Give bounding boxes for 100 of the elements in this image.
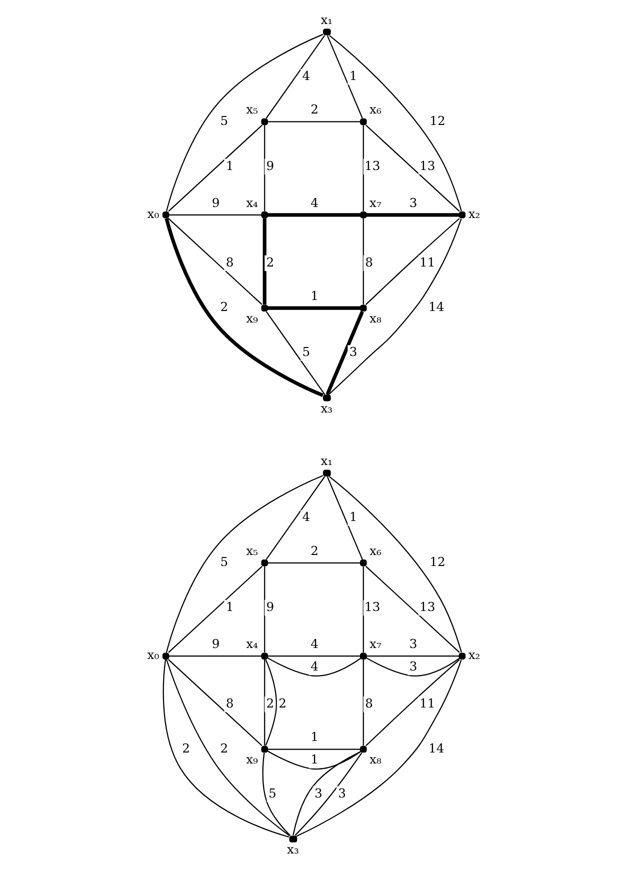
edge-label: 14: [428, 741, 444, 756]
edge-label: 5: [220, 114, 228, 128]
edge-label: 2: [182, 741, 190, 756]
edge-label: 3: [409, 637, 418, 652]
node-label: x₉: [246, 752, 258, 767]
node-circle: [289, 836, 298, 842]
edge-label: 8: [365, 255, 373, 270]
connector: [264, 125, 266, 212]
node-circle: [360, 118, 367, 126]
connector: [262, 752, 291, 836]
node-circle: [322, 28, 331, 36]
edge-label: 13: [364, 600, 380, 614]
node-label: x₉: [246, 311, 258, 326]
edge-label: 2: [310, 544, 318, 558]
node-circle: [261, 560, 268, 566]
node-label: x₃: [320, 401, 333, 416]
edge-label: 4: [302, 510, 310, 524]
connector: [366, 218, 460, 305]
edge-label: 13: [420, 158, 436, 173]
edge-label: 14: [428, 300, 444, 314]
edge-label: 2: [220, 300, 228, 314]
node-label: x₆: [370, 102, 382, 117]
node-label: x₇: [370, 637, 382, 652]
edge-label: 1: [310, 752, 318, 767]
connector: [264, 566, 266, 652]
node-label: x₄: [246, 196, 258, 210]
edge-label: 8: [226, 255, 234, 270]
edge-label: 5: [268, 786, 276, 800]
edge-label: 4: [310, 637, 318, 652]
node-circle: [360, 746, 367, 753]
edge-label: 2: [266, 255, 274, 270]
edge-label: 5: [302, 345, 310, 360]
edge-label: 11: [420, 696, 436, 710]
edge-label: 12: [430, 555, 446, 570]
node-circle: [162, 652, 170, 660]
node-circle: [458, 212, 466, 218]
node-circle: [261, 304, 268, 312]
node-label: x₇: [370, 196, 382, 210]
node-label: x₁: [320, 454, 333, 468]
node-circle: [360, 560, 367, 566]
edge-label: 1: [310, 289, 318, 304]
edge-label: 9: [212, 637, 220, 652]
connector: [328, 218, 462, 395]
edge-label: 4: [302, 68, 310, 83]
edge-label: 1: [349, 510, 358, 524]
connector: [326, 311, 364, 396]
edge-label: 13: [420, 600, 436, 614]
connector: [168, 218, 262, 305]
node-label: x₀: [147, 207, 160, 222]
edge-label: 12: [430, 114, 446, 128]
node-label: x₁: [320, 12, 333, 27]
node-label: x₄: [246, 637, 258, 652]
edge-label: 3: [409, 659, 418, 674]
edge-label: 4: [310, 659, 318, 674]
edge-label: 1: [349, 68, 358, 83]
connector: [262, 218, 266, 304]
node-label: x₈: [370, 752, 382, 767]
edge-label: 11: [420, 255, 436, 270]
node-label: x₂: [468, 207, 480, 222]
edge-label: 5: [220, 555, 228, 570]
node-circle: [322, 470, 331, 476]
node-label: x₃: [287, 842, 299, 856]
edge-label: 13: [364, 158, 380, 173]
edge-label: 4: [310, 196, 318, 210]
node-label: x₅: [246, 544, 258, 558]
node-circle: [261, 652, 268, 660]
connector: [362, 659, 364, 746]
edge-label: 2: [266, 696, 274, 710]
edge-label: 9: [266, 600, 274, 614]
node-label: x₆: [370, 544, 382, 558]
edge-label: 9: [266, 158, 274, 173]
connector: [168, 659, 262, 746]
node-circle: [162, 212, 170, 218]
node-circle: [261, 118, 268, 126]
node-label: x₅: [246, 102, 258, 117]
connector: [362, 218, 364, 304]
node-circle: [360, 304, 367, 312]
node-circle: [322, 394, 331, 402]
connector: [362, 566, 364, 652]
connector: [326, 476, 363, 560]
edge-label: 2: [310, 102, 318, 117]
connector: [266, 311, 326, 395]
node-circle: [360, 212, 367, 218]
edge-label: 8: [365, 696, 373, 710]
edge-label: 3: [409, 196, 418, 210]
node-circle: [360, 652, 367, 660]
node-circle: [261, 212, 268, 218]
node-label: x₂: [468, 648, 480, 662]
edge-label: 8: [226, 696, 234, 710]
node-circle: [458, 652, 466, 660]
edge-label: 2: [220, 741, 228, 756]
edge-label: 3: [314, 786, 322, 800]
edge-label: 1: [310, 730, 318, 744]
edge-label: 1: [226, 158, 234, 173]
edge-label: 2: [278, 696, 286, 710]
node-circle: [261, 746, 268, 753]
edge-label: 3: [349, 345, 358, 360]
connector: [362, 125, 364, 212]
edge-label: 9: [212, 196, 220, 210]
edge-label: 1: [226, 600, 234, 614]
